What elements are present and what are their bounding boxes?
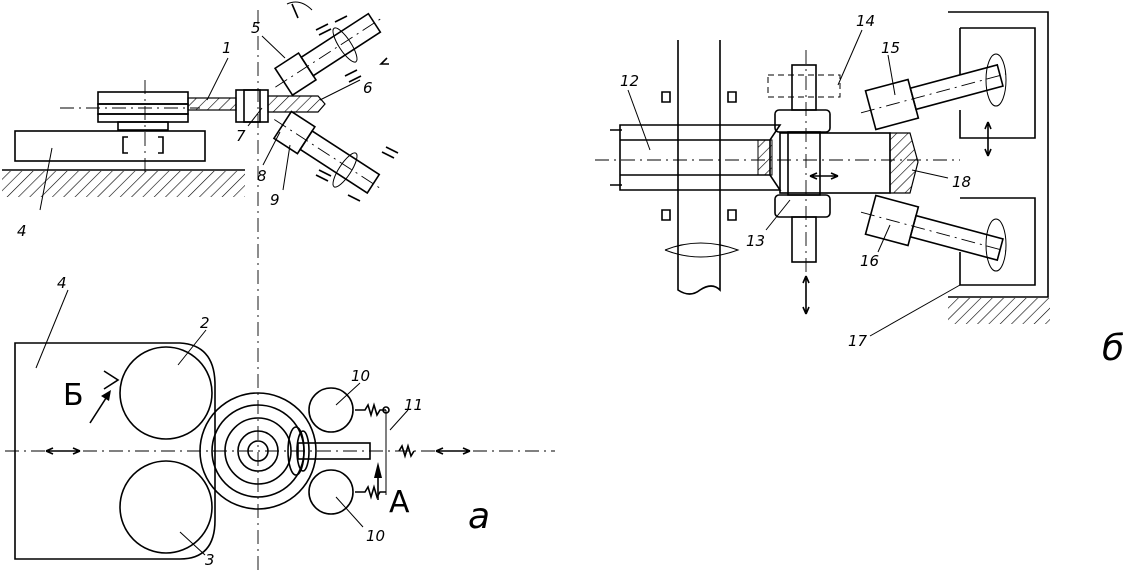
rotation-arrow-upper — [286, 1, 313, 11]
vertical-motion-13 — [802, 275, 810, 315]
roller-10-upper — [308, 387, 354, 433]
roll-support — [117, 121, 169, 131]
roll-12-section — [757, 139, 773, 176]
label-4-plan: 4 — [57, 274, 67, 292]
label-8: 8 — [257, 167, 267, 185]
frame-17-inner — [959, 27, 1036, 286]
label-14: 14 — [856, 12, 875, 30]
hub-bore — [243, 89, 261, 123]
ground-hatching — [2, 171, 245, 197]
part-labels: 1 2 3 4 4 5 6 7 8 9 10 10 11 Б A а 12 13… — [17, 12, 1124, 569]
roll-13-top — [774, 109, 831, 133]
vertical-motion-17 — [984, 121, 992, 157]
upper-tool-head — [273, 51, 318, 97]
arrow-view-b — [89, 394, 109, 424]
label-6: 6 — [363, 79, 373, 97]
base-guide-slot — [122, 136, 164, 154]
label-3: 3 — [205, 551, 215, 569]
label-10-lower: 10 — [366, 527, 385, 545]
bearing-marks-top — [315, 15, 399, 202]
spindle-rotation-upper — [332, 27, 358, 63]
caption-a: а — [468, 496, 490, 537]
roll-13-shaft-bottom — [791, 216, 817, 263]
main-shaft — [677, 40, 721, 295]
label-13: 13 — [746, 232, 765, 250]
view-letter-a: A — [389, 485, 410, 520]
roll-2 — [119, 346, 213, 440]
frame-17-ground — [948, 298, 1050, 324]
label-5: 5 — [251, 19, 261, 37]
frame-plan — [14, 342, 216, 560]
frame-motion-arrow — [45, 447, 81, 455]
cone-disk — [267, 95, 326, 113]
ring-flange-18 — [889, 132, 919, 194]
label-18: 18 — [952, 173, 971, 191]
roll-12-flanges — [610, 129, 622, 186]
label-1: 1 — [222, 39, 232, 57]
roller-10-lower — [308, 469, 354, 515]
roll-13-body — [787, 131, 821, 196]
frame-17 — [948, 11, 1049, 298]
spindle-rotation-16 — [985, 218, 1007, 272]
view-a-top-section — [2, 1, 399, 211]
upper-tilted-tool — [273, 12, 385, 97]
bracket-pin — [382, 406, 390, 414]
arrow-view-a-head — [374, 462, 382, 478]
spindle-rotation-15 — [985, 53, 1007, 107]
lower-roll — [97, 113, 189, 123]
roll-13-shaft-top — [791, 64, 817, 111]
label-7: 7 — [236, 127, 246, 145]
label-11: 11 — [404, 396, 423, 414]
view-b-marker — [103, 370, 120, 390]
hub-part — [235, 89, 269, 123]
tool-16 — [860, 194, 1007, 262]
shaft-bearings — [661, 91, 737, 221]
label-10-upper: 10 — [351, 367, 370, 385]
label-15: 15 — [881, 39, 900, 57]
label-2: 2 — [200, 314, 210, 332]
upper-roll — [97, 91, 189, 105]
small-arrow-6 — [379, 57, 389, 65]
base-frame — [14, 130, 206, 162]
view-letter-b: Б — [63, 378, 84, 413]
roller-springs — [355, 402, 386, 500]
shaft-rotation — [664, 242, 740, 258]
arrow-view-b-head — [101, 390, 111, 401]
caption-b: б — [1102, 328, 1124, 369]
carriage-14-outline — [767, 74, 841, 98]
view-a-plan — [5, 289, 555, 560]
label-12: 12 — [620, 72, 639, 90]
label-16: 16 — [860, 252, 879, 270]
spindle-motion-arrow — [435, 447, 471, 455]
spindle-rotation-lower — [332, 152, 358, 188]
lower-tilted-tool — [272, 110, 384, 195]
view-b — [595, 11, 1050, 337]
ring-workpiece — [779, 132, 891, 194]
roll-3 — [119, 460, 213, 554]
tool-15 — [860, 63, 1007, 131]
label-4-top: 4 — [17, 222, 27, 240]
label-9: 9 — [270, 191, 280, 209]
rotation-arrow-upper-head — [291, 3, 299, 19]
roll-13-bottom — [774, 194, 831, 218]
roll-ring — [97, 103, 189, 115]
horizontal-motion-13 — [809, 172, 839, 180]
label-17: 17 — [848, 332, 868, 350]
